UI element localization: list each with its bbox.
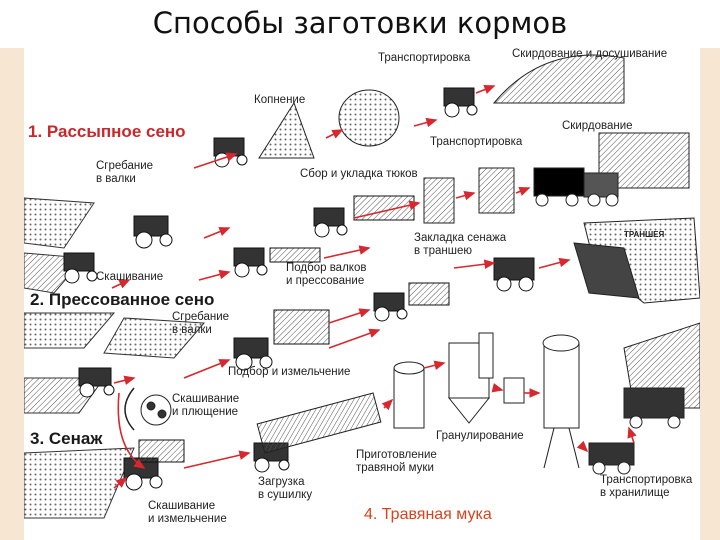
slide-left-edge — [0, 48, 24, 540]
label-meal-prep-line1: Приготовление — [356, 449, 437, 461]
label-raking1-line1: Сгребание — [96, 160, 154, 172]
label-mowing1: Скашивание — [96, 271, 164, 283]
label-trench-fill-line1: Закладка сенажа — [414, 232, 507, 244]
section-pressed-hay: 2. Прессованное сено — [30, 290, 215, 309]
label-kopnenie: Копнение — [254, 94, 306, 106]
label-transport-mid: Транспортировка — [430, 136, 523, 148]
label-mowing-crushing-line1: Скашивание — [172, 393, 240, 405]
diagram-panel: 1. Рассыпное сено 2. Прессованное сено 3… — [24, 48, 700, 526]
slide-title: Способы заготовки кормов — [152, 6, 568, 40]
label-meal-prep-line2: травяной муки — [356, 462, 434, 474]
process-arrows — [111, 85, 637, 489]
haystacks — [258, 54, 690, 224]
section-haylage: 3. Сенаж — [30, 429, 103, 448]
label-bale-collection: Сбор и укладка тюков — [300, 168, 418, 180]
label-mowing-chopping-line2: и измельчение — [148, 513, 227, 525]
label-dryer-loading-line1: Загрузка — [258, 476, 305, 488]
label-trench-fill-line2: в траншею — [414, 245, 472, 257]
label-raking2-line2: в валки — [172, 324, 212, 336]
label-transport-top: Транспортировка — [378, 52, 471, 64]
label-raking2-line1: Сгребание — [172, 311, 230, 323]
mower-conditioner-detail — [124, 387, 172, 431]
label-trench: ТРАНШЕЯ — [624, 230, 665, 239]
section-grass-meal: 4. Травяная мука — [364, 506, 492, 523]
label-dryer-loading-line2: в сушилку — [258, 489, 313, 501]
label-transport-storage-line1: Транспортировка — [600, 474, 693, 486]
label-pickup-chopping: Подбор и измельчение — [228, 366, 351, 378]
label-transport-storage-line2: в хранилище — [600, 487, 670, 499]
label-pickup-pressing-line1: Подбор валков — [286, 262, 367, 274]
label-pickup-pressing-line2: и прессование — [286, 275, 365, 287]
label-raking1-line2: в валки — [96, 173, 136, 185]
label-skirdovanie: Скирдование — [562, 120, 633, 132]
dryer-plant — [256, 322, 700, 475]
trench — [573, 217, 700, 304]
field-strips — [24, 197, 206, 519]
slide-right-edge — [700, 48, 720, 540]
section-loose-hay: 1. Рассыпное сено — [28, 122, 186, 141]
label-mowing-crushing-line2: и плющение — [172, 406, 239, 418]
label-granulation: Гранулирование — [436, 430, 524, 442]
label-mowing-chopping-line1: Скашивание — [148, 500, 216, 512]
diagram-illustration — [24, 54, 700, 519]
label-stacking-drying: Скирдование и досушивание — [512, 48, 668, 60]
